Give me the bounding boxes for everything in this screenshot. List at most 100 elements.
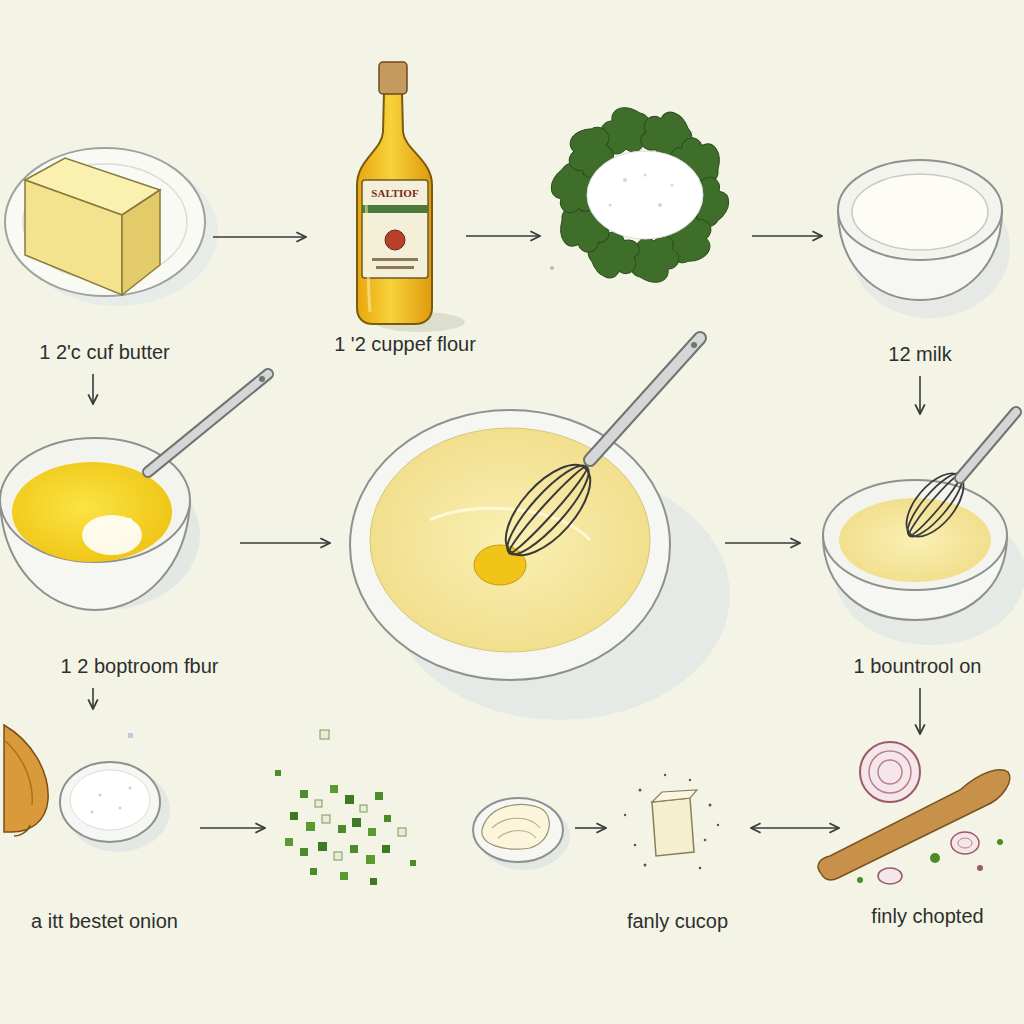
- parsley-salt: [671, 184, 674, 187]
- onion-salt: [70, 770, 150, 830]
- onion-salt: [128, 733, 133, 738]
- whisk-bowl: [960, 412, 1016, 478]
- spoon-onion-slices: [930, 853, 940, 863]
- flow-arrow: [200, 236, 822, 828]
- mixing-bowl: [497, 456, 598, 564]
- bottle: [357, 92, 432, 324]
- garlic-piece: [709, 804, 712, 807]
- chopped-chives: [300, 848, 308, 856]
- bottle: [379, 62, 407, 94]
- garlic-plate: [482, 804, 549, 849]
- flow-arrow: [919, 376, 921, 414]
- parsley-salt: [609, 204, 612, 207]
- parsley-salt: [644, 174, 647, 177]
- spoon-onion-slices: [878, 868, 902, 884]
- onion-salt: [119, 807, 122, 810]
- chopped-chives: [320, 730, 329, 739]
- garlic-plate: [492, 818, 540, 828]
- step-caption: 1 bountrool on: [854, 654, 982, 678]
- melted-butter-bowl: [148, 374, 268, 472]
- step-caption: 1 '2 cuppef flour: [334, 332, 476, 356]
- step-caption: finly chopted: [871, 904, 983, 928]
- milk-bowl: [838, 160, 1002, 260]
- chopped-chives: [290, 812, 298, 820]
- mixing-bowl: [590, 338, 700, 460]
- garlic-piece: [652, 790, 697, 802]
- butter-plate: [122, 190, 160, 295]
- melted-butter-bowl: [148, 374, 268, 472]
- mixing-bowl: [350, 338, 730, 720]
- spoon-onion-slices: [860, 742, 920, 802]
- flow-arrow: [725, 542, 800, 544]
- flow-arrow: [919, 688, 921, 734]
- chopped-chives: [352, 818, 361, 827]
- ingredient-step: 1 2 boptroom fbur: [2, 410, 277, 682]
- onion-salt: [91, 811, 94, 814]
- bottle: [385, 230, 405, 250]
- chopped-chives: [330, 785, 338, 793]
- flow-arrow: [92, 688, 94, 709]
- flow-arrow: [200, 827, 265, 829]
- parsley-salt: [658, 203, 662, 207]
- chopped-chives: [368, 828, 376, 836]
- chopped-chives: [285, 838, 293, 846]
- chopped-chives: [334, 852, 342, 860]
- spoon-onion-slices: [878, 760, 902, 784]
- chopped-chives: [310, 868, 317, 875]
- onion-salt: [14, 825, 30, 836]
- spoon-onion-slices: [869, 751, 911, 793]
- spoon-onion-slices: [857, 877, 863, 883]
- chopped-chives: [398, 828, 406, 836]
- bottle: [366, 200, 370, 312]
- garlic-piece: [699, 867, 702, 870]
- bottle: [362, 205, 428, 213]
- garlic-plate: [473, 798, 570, 870]
- flow-arrow: [575, 827, 606, 829]
- chopped-chives: [338, 825, 346, 833]
- onion-salt: [60, 762, 160, 842]
- onion-salt: [4, 725, 170, 852]
- spoon-onion-slices: [958, 838, 972, 848]
- spoon-onion-slices: [818, 742, 1010, 884]
- butter-plate: [5, 148, 218, 306]
- onion-salt: [99, 794, 102, 797]
- chopped-chives: [366, 855, 375, 864]
- garlic-piece: [634, 844, 637, 847]
- parsley-salt: [545, 102, 735, 289]
- step-caption: fanly cucop: [627, 909, 728, 933]
- garlic-piece: [704, 839, 707, 842]
- spoon-onion-slices: [977, 865, 983, 871]
- step-caption: 1 2'c cuf butter: [39, 340, 170, 364]
- garlic-piece: [639, 789, 642, 792]
- chopped-chives: [370, 878, 377, 885]
- mixing-bowl: [505, 463, 592, 557]
- butter-plate: [5, 148, 205, 296]
- mixing-bowl: [590, 338, 700, 460]
- parsley-salt: [550, 266, 554, 270]
- chopped-chives: [275, 730, 416, 885]
- ingredient-step: 12 milk: [830, 150, 1010, 370]
- garlic-piece: [717, 824, 719, 826]
- chopped-chives: [275, 770, 281, 776]
- ingredient-step: finly chopted: [845, 740, 1010, 932]
- mixing-bowl: [490, 450, 606, 571]
- onion-salt: [129, 787, 132, 790]
- melted-butter-bowl: [128, 518, 132, 522]
- chopped-chives: [382, 845, 390, 853]
- spoon-onion-slices: [951, 832, 979, 854]
- ingredient-step: 1 '2 cuppef flour: [312, 55, 498, 360]
- melted-butter-bowl: [96, 526, 100, 530]
- flow-arrow: [92, 374, 94, 404]
- chopped-chives: [340, 872, 348, 880]
- butter-plate: [25, 180, 122, 295]
- garlic-piece: [644, 864, 647, 867]
- step-caption: 12 milk: [888, 342, 951, 366]
- milk-bowl: [838, 160, 1010, 318]
- mixing-bowl: [474, 545, 526, 585]
- chopped-chives: [384, 815, 391, 822]
- ingredient-step: 1 2'c cuf butter: [2, 140, 207, 368]
- chopped-chives: [345, 795, 354, 804]
